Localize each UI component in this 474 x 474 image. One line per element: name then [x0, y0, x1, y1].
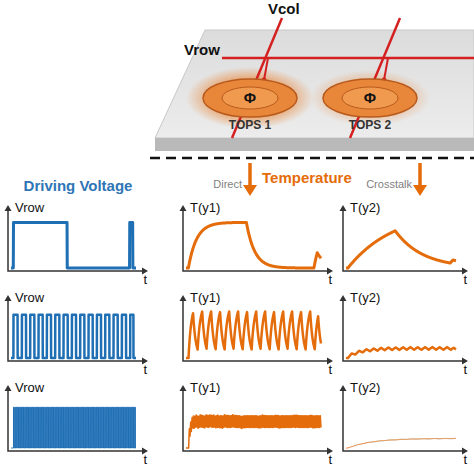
waveform: [186, 311, 321, 358]
waveform: [346, 231, 456, 268]
axis-label: t: [328, 363, 332, 377]
contact-wire: [384, 58, 388, 80]
axis-label: T(y1): [190, 201, 220, 215]
axis-label: Vrow: [15, 381, 44, 395]
axis-label: t: [463, 453, 467, 467]
axis-label: t: [463, 273, 467, 287]
heat-glow: [310, 70, 430, 126]
phase-symbol: Φ: [244, 90, 256, 107]
tops-heater: Φ TOPS 2: [320, 78, 420, 136]
tops-heater: Φ TOPS 1: [200, 78, 300, 136]
divider-dashed: [150, 157, 474, 160]
voltage-label: Vrow: [184, 42, 220, 59]
plot-axes: [340, 385, 469, 455]
plot-axes: [180, 205, 334, 275]
chip-plate: [155, 30, 474, 138]
plot-axes: [180, 295, 334, 365]
plots: [5, 205, 469, 455]
axis-label: T(y2): [350, 381, 380, 395]
plot-axes: [340, 205, 469, 275]
plot-axes: [180, 385, 334, 455]
axis-label: t: [143, 273, 147, 287]
axis-label: T(y2): [350, 291, 380, 305]
waveform: [186, 222, 321, 268]
plot-axes: [5, 205, 149, 275]
waveform: [346, 438, 456, 448]
axis-label: t: [143, 453, 147, 467]
path-label: Crosstalk: [366, 178, 412, 190]
axis-label: T(y2): [350, 201, 380, 215]
section-heading: Driving Voltage: [24, 178, 133, 195]
contact-wire: [264, 58, 268, 80]
plot-axes: [340, 295, 469, 365]
waveform: [11, 315, 136, 358]
path-label: Direct: [213, 178, 242, 190]
axis-label: Vrow: [15, 291, 44, 305]
down-arrow: [248, 163, 252, 186]
axis-label: T(y1): [190, 291, 220, 305]
waveform: [346, 347, 456, 358]
axis-label: t: [328, 273, 332, 287]
phase-symbol: Φ: [364, 90, 376, 107]
section-heading: Temperature: [262, 170, 352, 187]
axis-label: Vrow: [15, 201, 44, 215]
arrow-head: [243, 185, 257, 196]
plate-edge: [155, 138, 474, 151]
device-label: TOPS 1: [229, 119, 271, 132]
waveform: [11, 407, 136, 448]
plot-axes: [5, 295, 149, 365]
waveform: [186, 415, 321, 448]
device-label: TOPS 2: [349, 119, 391, 132]
arrow-head: [413, 185, 427, 196]
plot-axes: [5, 385, 149, 455]
axis-label: t: [463, 363, 467, 377]
axis-label: t: [143, 363, 147, 377]
voltage-label: Vcol: [268, 1, 300, 18]
axis-label: T(y1): [190, 381, 220, 395]
axis-label: t: [328, 453, 332, 467]
waveform: [11, 222, 136, 268]
down-arrow: [418, 163, 422, 186]
row-wire: [222, 57, 474, 60]
